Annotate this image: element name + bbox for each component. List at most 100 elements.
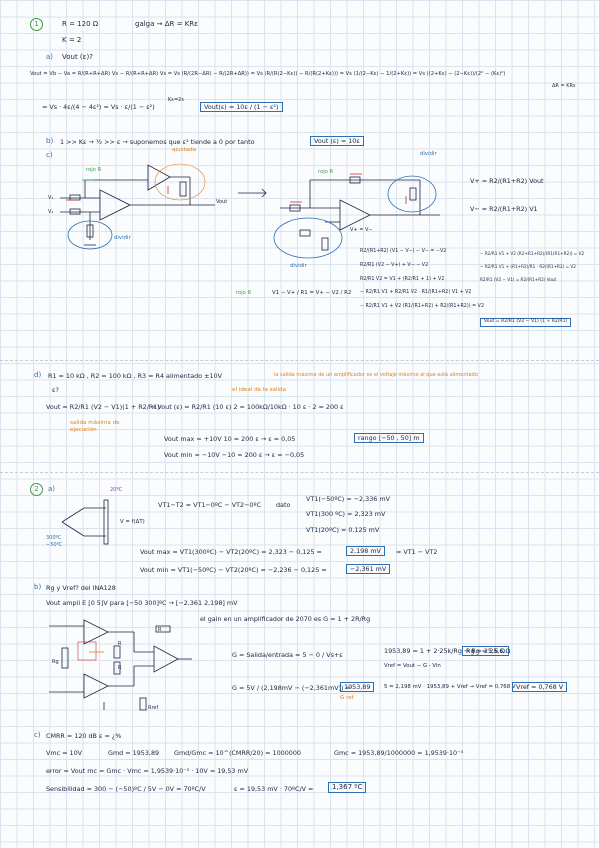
- vout-derivation-note: Kε=2ε: [168, 97, 185, 103]
- middle-eq-tag: rojo R: [236, 290, 252, 296]
- bridge-note: galga → ΔR = KRε: [135, 20, 198, 28]
- error-final-box: 1,367 ºC: [328, 782, 367, 793]
- gain-formula-1: G = Salida/entrada = 5 − 0 / Vs+ε: [232, 651, 343, 659]
- part-d-question: la salida máxima de un amplificador es e…: [274, 372, 478, 378]
- vref-calculation: 5 = 2,198 mV · 1953,89 + Vref → Vref = 0…: [384, 684, 516, 690]
- derivation-step: − R2/R1 V1 + V2 (R2+R1+R2)/(R1(R1+R2)) =…: [480, 251, 585, 256]
- part-a-title: Vout (ε)?: [62, 53, 93, 61]
- data-row: VT1(−50ºC) = −2,336 mV: [306, 495, 390, 503]
- vout-max-value: 2,198 mV: [346, 546, 385, 557]
- part-c-label: c): [46, 151, 53, 159]
- gain-ref-tag: G ref: [340, 695, 354, 701]
- vmc-line: Vmc = 10V: [46, 749, 83, 757]
- section2-c-title: CMRR = 120 dB ε = ¿%: [46, 732, 122, 740]
- gmc-line: Gmc = 1953,89/1000000 = 1,9539·10⁻³: [334, 749, 464, 757]
- vout-max-line: Vout max = VT1(300ºC) − VT2(20ºC) = 2,32…: [140, 548, 322, 556]
- section-1-number: 1: [30, 18, 43, 31]
- error-line: error = Vout mc = Gmc · Vmc = 1,9539·10⁻…: [46, 767, 249, 775]
- gain-result-1: 1953,89 = 1 + 2·25k/Rg → Rg = 25,6 Ω: [384, 647, 511, 655]
- part-b-label: b): [46, 137, 54, 145]
- section-divider: [0, 360, 599, 361]
- derivation-left-column: R2/(R1+R2) (V1 − V−) − V− = −V2 R2/R1 (V…: [360, 249, 484, 310]
- gmd-formula: Gmd/Gmc = 10^(CMRR/20) = 1000000: [174, 749, 301, 757]
- ina-label-r3: R: [158, 627, 162, 633]
- row-vout-min: Vout min = −10V −10 = 200 ε → ε = −0,05: [164, 451, 305, 459]
- ina-label-r1: R: [118, 641, 122, 647]
- section2-c-label: c): [34, 731, 41, 739]
- vout-derivation-line-1: Vout = Vb − Va = R/(R+R+ΔR) Vs − R/(R+R+…: [30, 71, 506, 77]
- derivation-step: R2/R1 V2 = V1 + (R2/R1 + 1) + V2: [360, 276, 445, 282]
- circuit1-orange-tag: ajustada: [172, 147, 197, 153]
- vref-box: Vref = 0,768 V: [512, 682, 568, 693]
- thermocouple-data: VT1(−50ºC) = −2,336 mV VT1(300 ºC) = 2,3…: [306, 495, 390, 534]
- part-d-params: R1 = 10 kΩ , R2 = 100 kΩ , R3 = R4 alime…: [48, 372, 223, 380]
- section-divider: [0, 472, 599, 473]
- ina-label-r2: R: [118, 665, 122, 671]
- vout-min-value: −2,361 mV: [346, 564, 391, 575]
- sensitivity-line: Sensibilidad = 300 − (−50)ºC / 5V − 0V =…: [46, 785, 206, 793]
- tc-equation: VT1−T2 = VT1−0ºC − VT2−0ºC: [158, 501, 261, 509]
- derivation-step: R2/R1 (V2 − V+) + V− − V2: [360, 262, 429, 268]
- circuit1-blue-tag: dividir: [114, 235, 131, 241]
- derivation-step: R2/R1 (V2 − V1) = R2/(R1+R2) Vout: [480, 277, 557, 283]
- vout-derivation-tail: ΔR = KRε: [552, 83, 576, 89]
- circuit-diagram-2: [273, 173, 440, 259]
- circuit2-blue-tag-1: dividir: [420, 151, 437, 157]
- row-vout-max: Vout max = +10V 10 = 200 ε → ε = 0,05: [164, 435, 296, 443]
- circuit1-v1-label: V₁: [48, 195, 54, 201]
- r-definition: R = 120 Ω: [62, 20, 99, 28]
- annotation-ideal: el ideal de la salida: [232, 387, 287, 393]
- ina128-diagram: [49, 619, 192, 711]
- vref-line: Vref = Vout − G · Vin: [384, 663, 441, 669]
- circuit2-green-tag: rojo R: [318, 169, 334, 175]
- derivation-step: − R2/R1 V1 + V2 (R1/(R1+R2) + R2/(R1+R2)…: [360, 304, 484, 310]
- tc-hot-tag: 300ºC: [46, 535, 62, 541]
- section2-b-label: b): [34, 583, 42, 591]
- part-b-result-box: Vout (ε) = 10ε: [310, 136, 364, 147]
- circuit1-vout-label: Vout: [216, 199, 228, 205]
- circuit-diagram-1: [60, 163, 215, 250]
- gmod-line: Gmd = 1953,89: [108, 749, 160, 757]
- part-d-eq1: Vout = R2/R1 (V2 − V1)(1 + R2/R1): [46, 403, 160, 411]
- circuit1-v2-label: V₂: [48, 209, 54, 215]
- part-d-question-cont: ε?: [52, 386, 59, 394]
- vout-derivation-line-2: = Vs · 4ε/(4 − 4ε²) = Vs · ε/(1 − ε²): [42, 103, 155, 111]
- vout-result-box: Vout(ε) = 10ε / (1 − ε²): [200, 102, 283, 113]
- range-box: rango [−50 , 50] m: [354, 433, 424, 444]
- derivation-step: − R2/R1 V1 + (R1+R2)/R1 · R2/(R1+R2) = V…: [480, 264, 576, 270]
- tc-junction-tag: 20ºC: [110, 487, 123, 493]
- rg-box: Rg = 25,6 Ω: [462, 646, 510, 657]
- derivation-step: R2/(R1+R2) (V1 − V−) − V− = −V2: [360, 249, 447, 254]
- tc-v-label: V = f(ΔT): [120, 519, 145, 525]
- annotation-output: salida máxima de ejecución: [70, 420, 120, 433]
- circuit2-vminus-eq: V− = R2/(R1+R2) V1: [470, 205, 538, 213]
- middle-equation: V1 − V+ / R1 = V+ − V2 / R2: [272, 290, 352, 296]
- gain-text: el gain en un amplificador de 2070 es G …: [200, 615, 371, 623]
- vout-final-box: Vout = R2/R1 (V2 − V1) (1 + R2/R1): [480, 318, 572, 327]
- part-a-label: a): [46, 53, 54, 61]
- data-row: VT1(20ºC) = 0,125 mV: [306, 525, 380, 534]
- ina-label-rref: Rref: [148, 705, 159, 711]
- section2-b-sub: Vout ampli E [0 5]V para [−50 300]ºC → […: [46, 599, 238, 607]
- circuit2-vplus-eq: V+ = R2/(R1+R2) Vout: [470, 177, 544, 185]
- vout-max-tail: ≈ VT1 − VT2: [396, 548, 438, 556]
- section2-b-title: Rg y Vref? del INA128: [46, 584, 116, 592]
- gain-value-box: 1953,89: [340, 682, 375, 693]
- data-label: dato: [276, 501, 291, 509]
- section-2-number: 2: [30, 483, 43, 496]
- thermocouple-diagram: [61, 499, 109, 545]
- vout-min-line: Vout min = VT1(−50ºC) − VT2(20ºC) = −2,2…: [140, 566, 327, 574]
- gain-formula-2: G = 5V / (2,198mV − (−2,361mV)) =: [232, 684, 351, 692]
- error-final-line: ε = 19,53 mV · 70ºC/V =: [234, 785, 314, 793]
- data-row: VT1(300 ºC) = 2,323 mV: [306, 510, 386, 519]
- transform-arrow-icon: [238, 188, 267, 198]
- ina-label-rg: Rg: [52, 659, 59, 665]
- part-d-label: d): [34, 371, 42, 379]
- part-d-eq1-mid: → Vout (ε) = R2/R1 (10 ε) 2 = 100kΩ/10kΩ…: [150, 403, 344, 411]
- part-b-text: 1 >> Kε → ½ >> ε → suponemos que ε² tien…: [60, 138, 255, 146]
- derivation-right-column: − R2/R1 V1 + V2 (R2+R1+R2)/(R1(R1+R2)) =…: [480, 251, 585, 283]
- tc-cold-tag: −50ºC: [46, 542, 63, 548]
- section2-a-label: a): [48, 485, 56, 493]
- circuit2-blue-tag-2: dividir: [290, 263, 307, 269]
- circuit1-green-tag: rojo R: [86, 167, 102, 173]
